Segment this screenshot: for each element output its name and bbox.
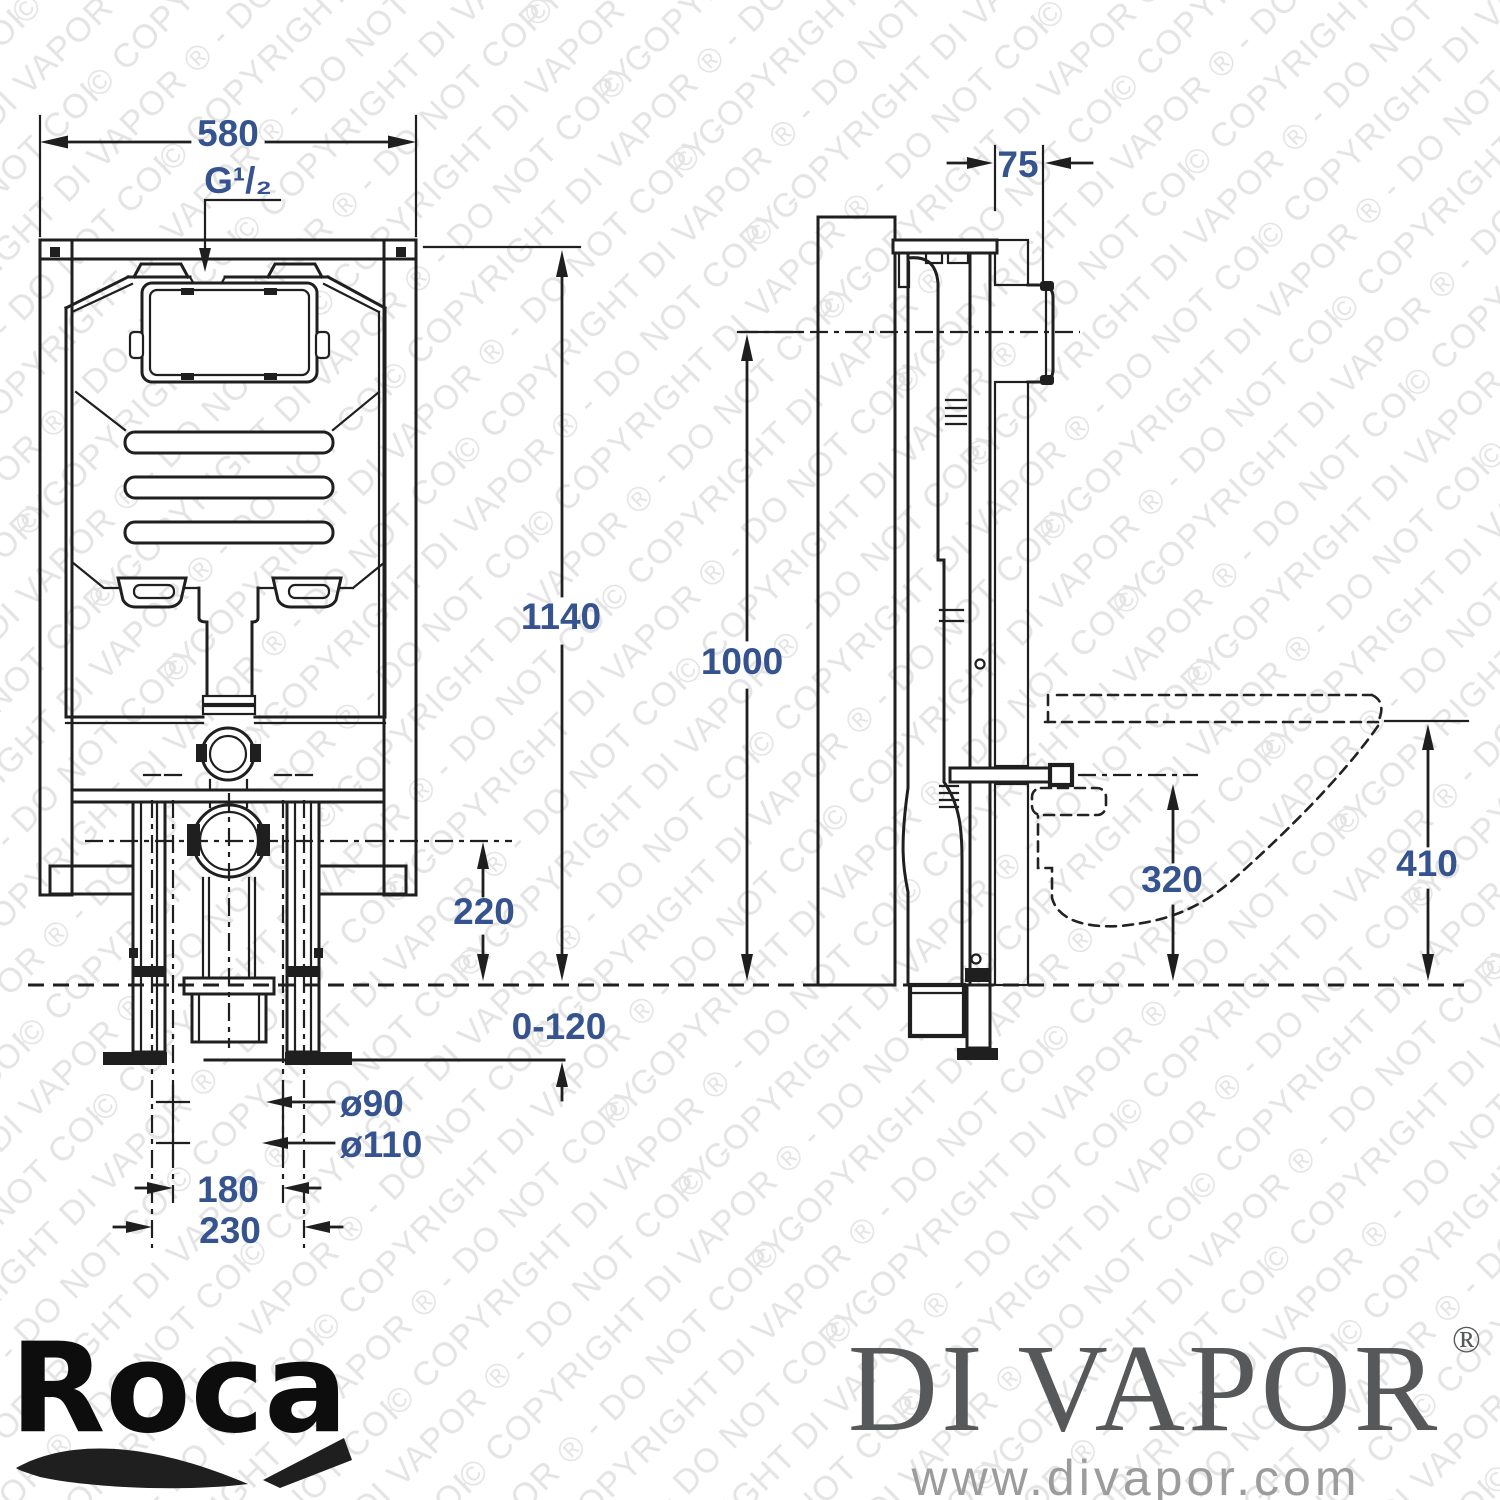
dim-d90-label: ø90 <box>340 1083 404 1124</box>
divapor-logo: DI VAPOR ® www.divapor.com <box>848 1319 1481 1500</box>
dim-bar-height-320: 320 <box>1141 784 1203 981</box>
dim-pan-height-410: 410 <box>1383 719 1470 981</box>
corner-clip-right <box>396 247 406 257</box>
dim-inlet-g12: G¹/₂ <box>199 160 282 272</box>
dim-outlet-height-220: 220 <box>453 842 515 981</box>
divapor-registered-mark: ® <box>1452 1319 1481 1361</box>
divapor-logo-text: DI VAPOR <box>848 1320 1440 1458</box>
finished-wall-upper <box>993 238 1030 287</box>
dimensions-side: 75 1000 320 410 <box>701 144 1470 981</box>
dim-inlet-label: G¹/₂ <box>204 160 272 201</box>
dim-outlet-d110: ø110 <box>155 1124 422 1165</box>
dim-spacing-180: 180 <box>134 1169 322 1210</box>
finished-wall-middle <box>993 380 1030 768</box>
dim-d110-label: ø110 <box>340 1124 422 1165</box>
dim-230-label: 230 <box>199 1210 261 1251</box>
dim-height-1140: 1140 <box>422 245 601 981</box>
side-view <box>740 215 1383 1060</box>
dim-width-label: 580 <box>197 113 259 154</box>
dim-180-label: 180 <box>197 1169 259 1210</box>
roca-logo-text: Roca <box>10 1317 348 1461</box>
corner-clip-left <box>50 247 60 257</box>
dim-floor-range: 0-120 <box>203 1006 607 1102</box>
dim-depth-75: 75 <box>946 144 1094 282</box>
side-frame <box>891 238 999 1060</box>
dimensions-front: 580 G¹/₂ 1140 220 <box>38 113 607 1251</box>
dim-spacing-230: 230 <box>112 1210 344 1251</box>
roca-wave-right <box>263 1438 352 1488</box>
tank-slots <box>74 390 381 545</box>
wall-hung-pan-outline <box>1030 693 1383 928</box>
dim-410-label: 410 <box>1396 843 1458 884</box>
dim-outlet-height-label: 220 <box>453 891 515 932</box>
dim-depth-label: 75 <box>997 144 1038 185</box>
dim-plate-height-1000: 1000 <box>701 330 802 981</box>
roca-logo: Roca <box>10 1317 352 1489</box>
foot-left <box>103 1052 167 1065</box>
divapor-website: www.divapor.com <box>910 1450 1360 1500</box>
pan-fixing-bar <box>948 762 1075 788</box>
flush-plate-access <box>128 281 331 384</box>
dim-height-label: 1140 <box>521 596 601 637</box>
roca-wave-left <box>16 1448 248 1489</box>
side-cistern <box>901 251 968 1039</box>
frame-top-rail <box>38 238 418 261</box>
dim-1000-label: 1000 <box>701 641 783 682</box>
dim-floor-range-label: 0-120 <box>512 1006 607 1047</box>
dim-outlet-d90: ø90 <box>155 1083 404 1124</box>
dim-width-580: 580 <box>38 113 418 238</box>
flush-plate-side <box>1026 281 1055 385</box>
dim-320-label: 320 <box>1141 859 1203 900</box>
